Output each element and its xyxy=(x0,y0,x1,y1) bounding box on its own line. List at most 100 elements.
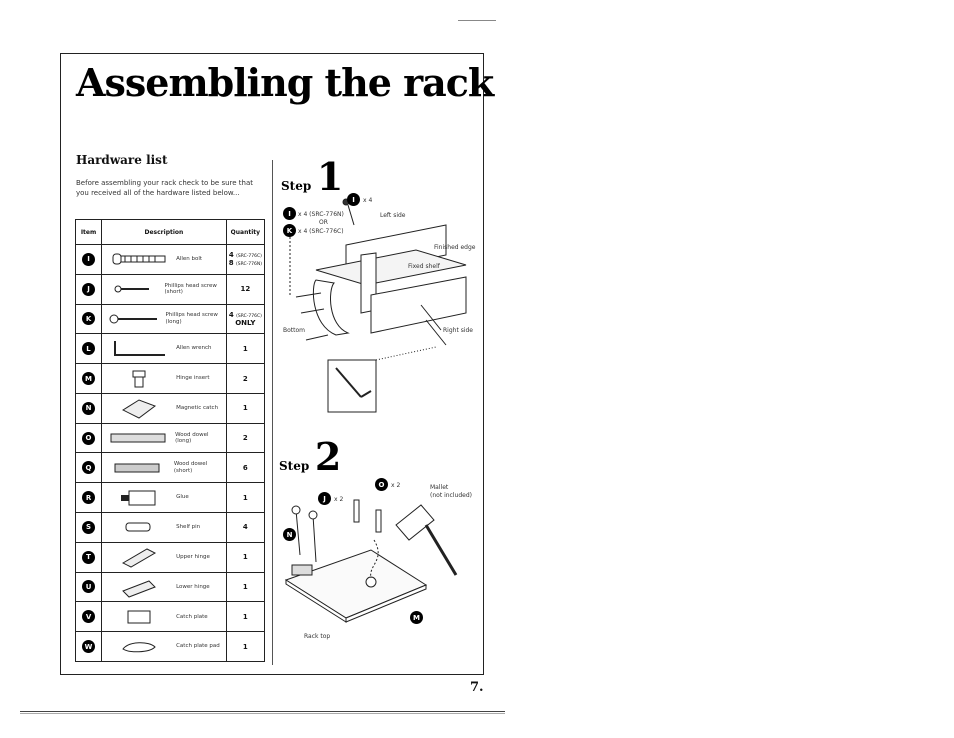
mallet-note-label: (not included) xyxy=(430,492,472,499)
description-text: Glue xyxy=(176,494,189,501)
description-cell: Wood dowel (long) xyxy=(101,422,227,454)
bottom-rule xyxy=(20,711,505,712)
step-1-number: 1 xyxy=(316,154,344,199)
table-header-row: Item Description Quantity xyxy=(74,219,266,245)
column-divider xyxy=(272,160,273,665)
mallet-label: Mallet xyxy=(430,484,449,491)
hardware-intro-text: Before assembling your rack check to be … xyxy=(76,179,254,197)
badge-o: O xyxy=(375,478,388,491)
short-screw-icon xyxy=(102,276,164,302)
item-cell: W xyxy=(74,631,103,662)
quantity-value: 2 xyxy=(242,374,248,383)
table-row: K Phillips head screw (long) 4 (SRC-776C)O… xyxy=(74,303,266,335)
description-cell: Upper hinge xyxy=(101,541,227,573)
fixed-shelf-label: Fixed shelf xyxy=(408,263,440,270)
table-row: S Shelf pin 4 xyxy=(74,512,266,543)
description-cell: Magnetic catch xyxy=(101,392,227,424)
quantity-cell: 1 xyxy=(225,482,266,514)
description-cell: Allen bolt xyxy=(101,244,227,275)
item-letter-badge: I xyxy=(82,252,96,266)
item-cell: I xyxy=(74,244,103,275)
item-cell: O xyxy=(74,422,103,454)
item-cell: Q xyxy=(74,452,103,484)
quantity-value: 4 xyxy=(228,310,234,319)
quantity-cell: 1 xyxy=(225,571,266,603)
badge-j: J xyxy=(318,492,331,505)
badge-k: K xyxy=(283,224,296,237)
quantity-value: 1 xyxy=(242,553,248,562)
item-cell: R xyxy=(74,482,103,514)
quantity-value: 1 xyxy=(242,493,248,502)
quantity-value: 1 xyxy=(242,642,248,651)
bottom-rule-secondary xyxy=(20,713,505,714)
description-text: Allen wrench xyxy=(176,345,212,352)
step1-src776c-label: x 4 (SRC-776C) xyxy=(298,228,344,235)
item-cell: K xyxy=(74,303,103,335)
description-cell: Lower hinge xyxy=(101,571,227,603)
step-2-illustration xyxy=(284,499,458,623)
quantity-cell: 1 xyxy=(225,392,266,424)
bottom-label: Bottom xyxy=(283,327,306,334)
short-dowel-icon xyxy=(102,455,174,481)
item-letter-badge: R xyxy=(82,491,96,505)
quantity-value: 4 xyxy=(228,251,234,260)
table-row: N Magnetic catch 1 xyxy=(74,392,266,424)
item-letter-badge: W xyxy=(82,640,96,654)
page-number: 7. xyxy=(470,680,484,695)
step-1-heading: Step 1 xyxy=(281,158,343,196)
rack-top-label: Rack top xyxy=(304,633,331,640)
item-letter-badge: M xyxy=(82,372,96,386)
description-cell: Glue xyxy=(101,482,227,514)
page-frame xyxy=(60,53,484,675)
description-cell: Shelf pin xyxy=(101,512,227,543)
badge-m: M xyxy=(410,611,423,624)
step-1-word: Step xyxy=(281,179,312,193)
description-text: Allen bolt xyxy=(176,256,203,263)
item-letter-badge: J xyxy=(82,282,96,296)
allen-wrench-icon xyxy=(102,336,176,362)
item-letter-badge: Q xyxy=(82,461,96,475)
hinge-insert-icon xyxy=(102,366,176,392)
step-2-number: 2 xyxy=(314,434,342,479)
description-text: Phillips head screw (long) xyxy=(165,312,218,325)
catch-plate-icon xyxy=(102,604,176,630)
badge-n: N xyxy=(283,528,296,541)
table-row: L Allen wrench 1 xyxy=(74,333,266,365)
quantity-cell: 12 xyxy=(225,273,266,305)
top-rule xyxy=(458,20,496,21)
description-text: Shelf pin xyxy=(176,524,201,531)
column-header-item: Item xyxy=(74,219,103,245)
item-cell: M xyxy=(74,363,103,394)
description-cell: Catch plate xyxy=(101,601,227,633)
quantity-value: 12 xyxy=(240,285,251,294)
badge-i-left: I xyxy=(283,207,296,220)
hardware-table: Item Description Quantity I Allen bolt 4 (… xyxy=(74,219,266,662)
table-row: I Allen bolt 4 (SRC-776C)8 (SRC-776N) xyxy=(74,244,266,275)
quantity-cell: 1 xyxy=(225,601,266,633)
step2-x2-j-label: x 2 xyxy=(334,496,344,503)
description-text: Magnetic catch xyxy=(176,405,219,412)
quantity-cell: 2 xyxy=(225,363,266,394)
item-cell: J xyxy=(74,273,103,305)
magnetic-catch-icon xyxy=(102,395,176,421)
item-cell: S xyxy=(74,512,103,543)
item-cell: T xyxy=(74,541,103,573)
description-text: Catch plate xyxy=(176,613,208,620)
description-cell: Catch plate pad xyxy=(101,631,227,662)
item-letter-badge: V xyxy=(82,610,96,624)
column-header-quantity: Quantity xyxy=(225,219,266,245)
quantity-value: 6 xyxy=(242,463,248,472)
quantity-cell: 4 (SRC-776C)ONLY xyxy=(225,303,266,335)
item-cell: N xyxy=(74,392,103,424)
badge-i-top: I xyxy=(347,193,360,206)
item-cell: L xyxy=(74,333,103,365)
quantity-cell: 1 xyxy=(225,333,266,365)
quantity-value: 4 xyxy=(242,523,248,532)
left-side-label: Left side xyxy=(380,212,406,219)
description-cell: Hinge insert xyxy=(101,363,227,394)
long-screw-icon xyxy=(102,306,165,332)
quantity-cell: 4 (SRC-776C)8 (SRC-776N) xyxy=(225,244,266,275)
